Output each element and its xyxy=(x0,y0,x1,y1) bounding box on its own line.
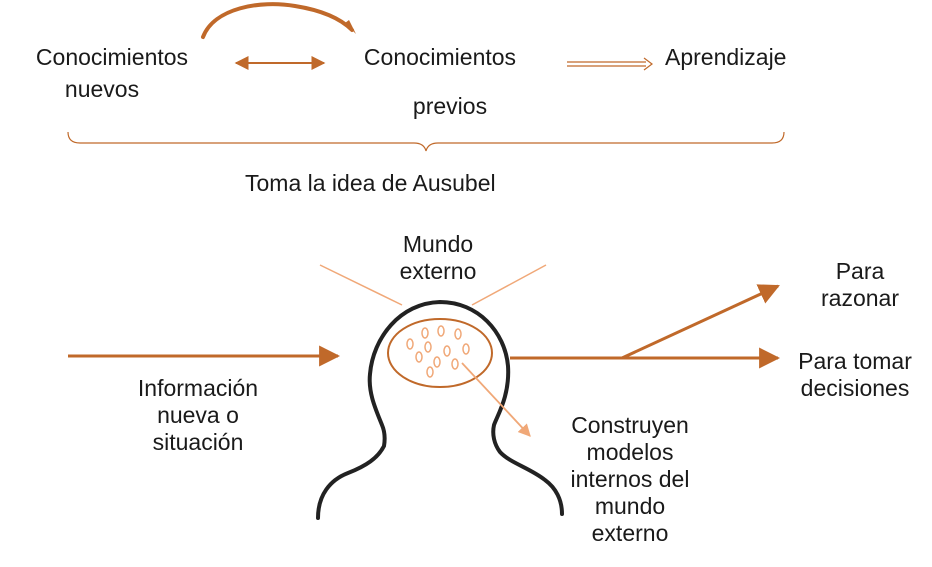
decide-label: Para tomar decisiones xyxy=(798,348,912,401)
ray-left xyxy=(319,264,403,306)
head-outline xyxy=(316,299,564,520)
new-information-label: Información nueva o situación xyxy=(137,375,259,455)
curly-brace xyxy=(67,131,785,152)
brain-ellipse xyxy=(387,318,493,388)
brace-caption: Toma la idea de Ausubel xyxy=(245,170,496,196)
curved-arrow-head xyxy=(345,20,356,34)
idea-dots xyxy=(406,325,470,378)
curved-arrow xyxy=(201,2,354,39)
internal-model-arrow xyxy=(461,362,531,437)
prior-knowledge-label: Conocimientos previos xyxy=(363,44,517,119)
new-knowledge-label: Conocimientos nuevos xyxy=(35,44,189,102)
internal-models-label: Construyen modelos internos del mundo ex… xyxy=(570,412,690,546)
learning-label: Aprendizaje xyxy=(665,44,787,70)
reason-label: Para razonar xyxy=(821,258,899,311)
external-world-label: Mundo externo xyxy=(399,231,477,284)
output-arrow-reason xyxy=(621,284,780,360)
hollow-arrow xyxy=(567,57,653,71)
ray-right xyxy=(471,264,547,306)
